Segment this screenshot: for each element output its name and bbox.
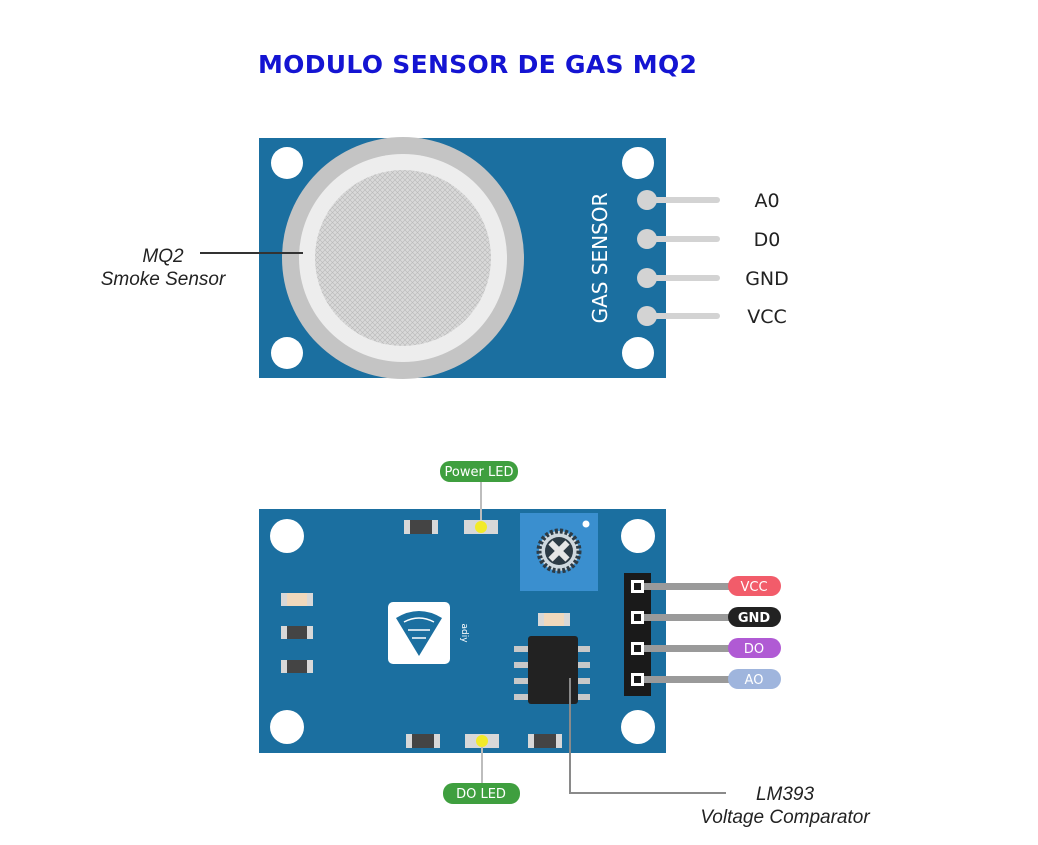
bottom-pcb — [259, 509, 666, 753]
potentiometer — [520, 513, 598, 591]
pin-pill-vcc-label: VCC — [740, 580, 767, 595]
power-led-label: Power LED — [445, 465, 514, 480]
mounting-hole — [621, 710, 655, 744]
gas-sensor-silkscreen: GAS SENSOR — [588, 192, 612, 323]
mq2-sensor — [282, 137, 524, 379]
pin-pill-ao: AO — [728, 669, 781, 689]
lm393-chip — [514, 636, 590, 704]
do-led-label: DO LED — [456, 787, 506, 802]
mounting-hole — [270, 710, 304, 744]
logo-text: adiy — [459, 623, 469, 643]
sensor-label-line1: MQ2 — [142, 246, 184, 267]
pin-pill-gnd-label: GND — [738, 611, 771, 626]
mounting-hole — [270, 519, 304, 553]
top-pin-header — [637, 190, 720, 326]
pin-label-gnd: GND — [745, 268, 789, 290]
power-led — [464, 520, 498, 534]
mounting-hole — [271, 147, 303, 179]
pin-pill-vcc: VCC — [728, 576, 781, 596]
do-led-tag: DO LED — [443, 783, 520, 804]
pin-label-d0: D0 — [754, 229, 781, 251]
bottom-board: adiy VCC GND DO AO — [259, 461, 870, 828]
comparator-label-line2: Voltage Comparator — [700, 807, 870, 828]
smd-components — [281, 520, 570, 748]
comparator-label-line1: LM393 — [756, 784, 815, 805]
power-led-tag: Power LED — [440, 461, 518, 482]
pin-label-a0: A0 — [754, 190, 779, 212]
pin-pill-do-label: DO — [744, 642, 764, 657]
bottom-pin-header — [624, 573, 734, 696]
adiy-logo: adiy — [388, 602, 469, 664]
top-board: GAS SENSOR A0 D0 GND VCC MQ2 Smoke Senso… — [101, 137, 789, 379]
pin-pill-gnd: GND — [728, 607, 781, 627]
mounting-hole — [621, 519, 655, 553]
mounting-hole — [622, 147, 654, 179]
comparator-callout-line — [569, 678, 726, 794]
pin-pill-ao-label: AO — [745, 673, 764, 688]
pin-pill-do: DO — [728, 638, 781, 658]
pin-label-vcc: VCC — [747, 306, 787, 328]
mounting-hole — [271, 337, 303, 369]
sensor-label-line2: Smoke Sensor — [101, 269, 226, 290]
do-led — [465, 734, 499, 748]
diagram-title: MODULO SENSOR DE GAS MQ2 — [258, 50, 698, 79]
mounting-hole — [622, 337, 654, 369]
